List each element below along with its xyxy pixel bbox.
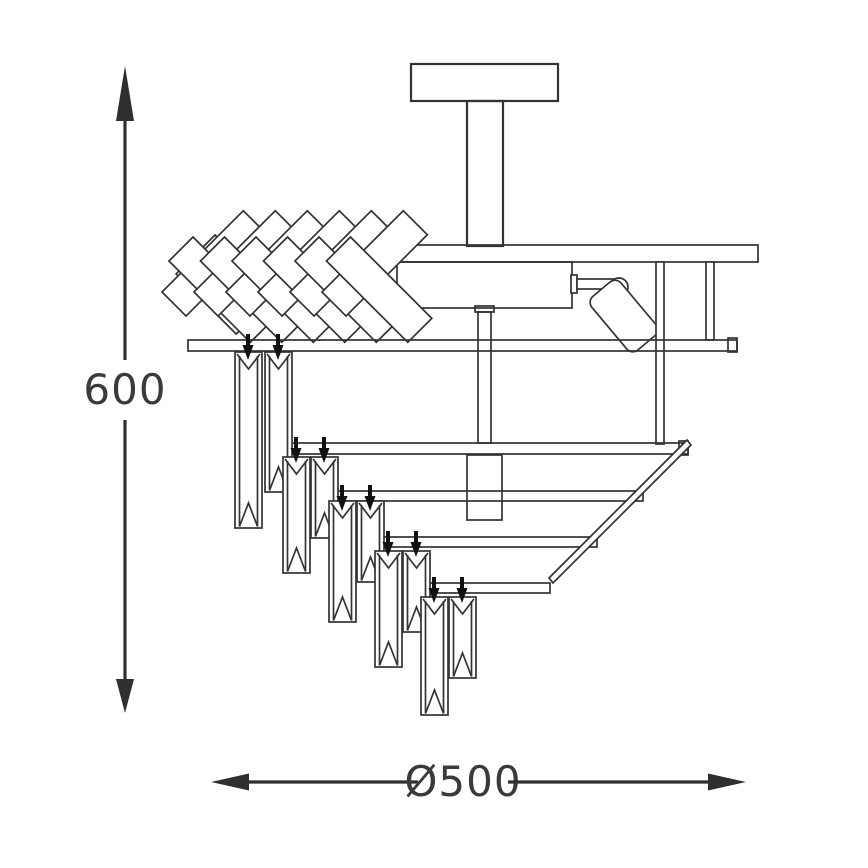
- crystal-prism: [264, 351, 293, 493]
- diameter-dimension-label: Ø500: [404, 757, 521, 806]
- crystal-prism: [234, 351, 263, 529]
- spotlight-body: [589, 279, 659, 353]
- fixture-structure: [160, 62, 759, 716]
- crystal-hook-pin: [456, 577, 468, 603]
- crystal-hook-pin: [336, 485, 348, 511]
- height-dimension: 600: [83, 66, 166, 713]
- crystal-pins: [242, 334, 468, 603]
- crystal-prism: [448, 596, 477, 679]
- crystal-hook-pin: [410, 531, 422, 557]
- arrowhead-right-icon: [708, 773, 746, 791]
- spotlight-arm-cap: [570, 274, 578, 294]
- center-column-collar: [474, 305, 495, 313]
- arrowhead-left-icon: [211, 773, 249, 791]
- height-dimension-label: 600: [83, 365, 166, 414]
- crystal-hook-pin: [242, 334, 254, 360]
- crystal-hook-pin: [382, 531, 394, 557]
- crystal-hook-pin: [290, 437, 302, 463]
- crystal-prism: [282, 456, 311, 574]
- crystal-hook-pin: [272, 334, 284, 360]
- center-hub: [466, 454, 503, 521]
- crystal-hook-pin: [364, 485, 376, 511]
- support-rod-inner: [655, 261, 665, 445]
- lamp-housing: [396, 261, 573, 309]
- crystal-hook-pin: [428, 577, 440, 603]
- support-rod-outer: [705, 261, 715, 341]
- arrowhead-up-icon: [116, 66, 134, 121]
- diameter-dimension: Ø500: [211, 757, 746, 806]
- herringbone-crystal-down: [325, 235, 434, 344]
- crystal-hook-pin: [318, 437, 330, 463]
- center-column: [477, 311, 492, 444]
- crystal-prisms: [234, 351, 477, 716]
- crystal-prism: [328, 500, 357, 623]
- tier-ring-1: [279, 442, 689, 455]
- crystal-prism: [374, 550, 403, 668]
- spotlight-head: [570, 274, 659, 353]
- tier-diagonal-rail: [547, 438, 693, 585]
- middle-frame-bar-end-cap: [727, 337, 738, 353]
- herringbone-crystal-band: [160, 209, 434, 344]
- tier-ring-3: [371, 536, 598, 548]
- arrowhead-down-icon: [116, 679, 134, 713]
- mounting-stem: [465, 99, 505, 248]
- middle-frame-bar: [187, 339, 738, 352]
- crystal-prism: [420, 596, 449, 716]
- ceiling-canopy: [409, 62, 560, 103]
